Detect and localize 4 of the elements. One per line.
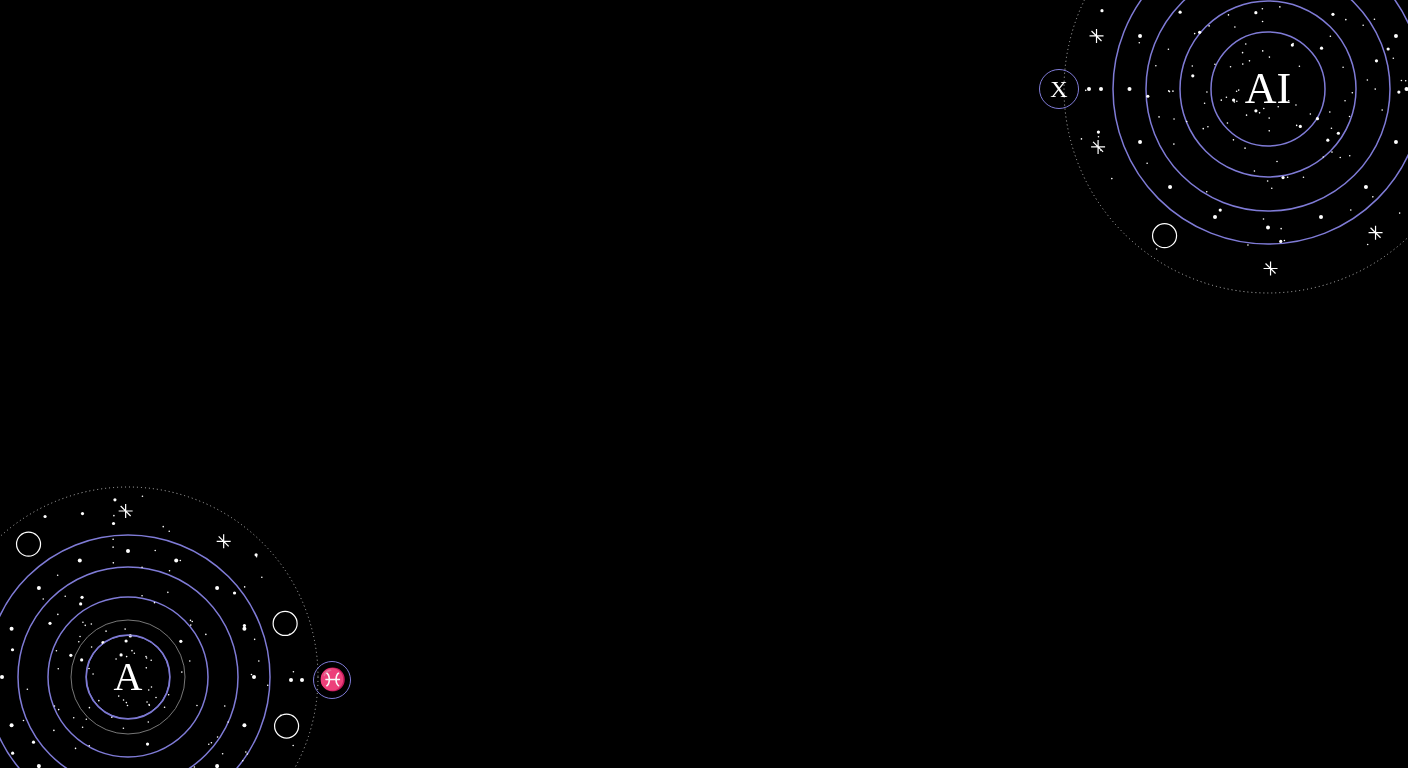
circle-letter: A	[113, 657, 143, 697]
circle-letter: X	[1050, 77, 1068, 101]
circle-letter: ♓	[318, 669, 346, 691]
circle-letter: AI	[1244, 67, 1292, 111]
